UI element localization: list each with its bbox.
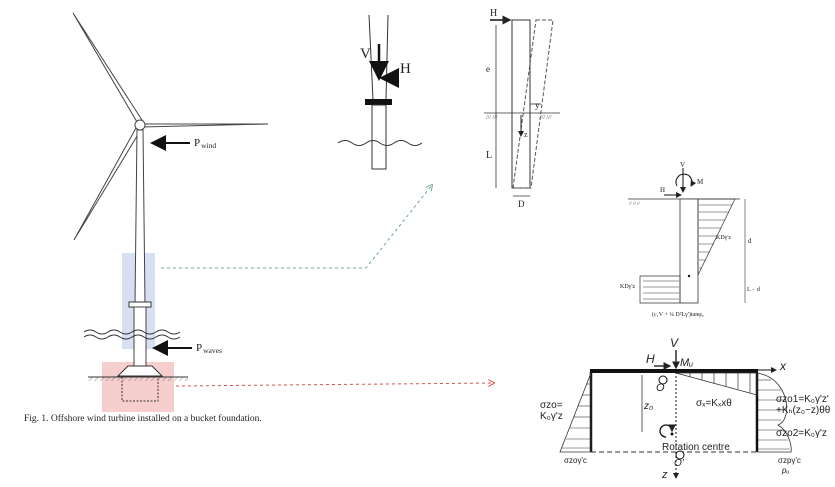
tower-line-left [368,14,374,101]
rotation-centre-dot [670,432,674,436]
transition-piece [128,301,152,308]
h-label: H [400,61,411,77]
right-pressure-arrows [758,379,790,450]
sigma-zo1-b: +Kₕ(z₀−z)θθ [776,405,831,416]
h-deflection-label: H [490,8,497,19]
sp-kdgz-right: KDγ'z [716,235,731,241]
bucket-cap [116,365,164,377]
bucket-x-label: x [779,359,787,373]
p-label: pᵤ [781,466,789,475]
connector-green [161,185,432,269]
l-label: L [486,150,492,161]
sp-h-label: H [660,186,665,194]
wind-turbine: Pwind Pwaves [72,12,269,412]
pile-waves-icon [337,140,423,146]
z0-label: z₀ [643,401,653,412]
ground-hatch-right: /// /// [540,115,552,121]
left-pressure-triangle [559,372,592,453]
bucket-o2-label: O' [674,458,685,469]
sp-moment-arc [675,173,697,187]
sea-waves-icon-2 [83,334,181,340]
v-label: V [360,46,371,62]
sigma-zo-a: σzo= [540,400,563,411]
pile-body [371,104,387,170]
seabed-hatch [88,377,188,381]
pile-outline [511,19,531,189]
bucket-o-label: O [656,382,665,394]
sp-d-label: d [748,237,752,245]
origin-o [658,375,668,385]
bucket-stress-diagram: V H Mᵤ x O z O' σₓ=Kₓxθ z₀ Rotation cent… [540,336,831,481]
sea-waves-icon [83,329,181,335]
soil-pressure-diagram: V M H // // // KDγ'z KDγ'z d L − d (c₁V … [620,161,760,318]
pile-deflection-diagram: H e L /// /// /// /// y z D [484,8,560,209]
sigma-x-triangle [675,372,758,396]
sigma-zo-b: K₀γ'z [540,411,563,422]
bucket-z-label: z [661,469,668,481]
tower-line-right [385,14,389,101]
bucket-skirt [121,375,159,402]
origin-o-prime [675,450,685,460]
bucket-lid [590,369,758,373]
turbine-blade-lower [73,127,143,241]
monopile [133,306,147,370]
ground-hatch-left: /// /// [486,115,498,121]
sp-m-label: M [697,178,704,186]
rotation-centre-icon [659,424,676,438]
pile-head-detail: V H [337,14,423,170]
turbine-blade-right [141,123,269,128]
sp-left-arrows [643,280,679,300]
sigma-x-arrows [689,373,751,393]
sp-rotation-point [687,274,691,278]
rotation-centre-label: Rotation centre [662,442,730,453]
sp-ld-label: L − d [747,287,760,293]
p-waves-label: Pwaves [196,342,222,355]
sigma-bottom-left: σzoγ'c [564,456,587,465]
turbine-blade-upper [72,12,143,123]
z-label: z [524,130,528,139]
e-label: e [486,64,490,74]
sp-pile [679,198,699,304]
sp-ground-hatch: // // // [629,202,640,207]
sigma-zo1-a: σzo1=K₀γ'z' [776,394,829,405]
connector-red [175,383,494,386]
turbine-hub [134,119,146,131]
bucket-h-label: H [646,352,655,366]
sp-formula: (c₁V + ¼ D²Lγ')tanφᵤ [652,311,704,318]
left-pressure-arrows [562,383,590,449]
sp-kdgz-left: KDγ'z [620,284,635,290]
p-wind-label: Pwind [194,137,216,150]
figure-caption: Fig. 1. Offshore wind turbine installed … [24,414,262,424]
d-label: D [518,199,525,209]
turbine-tower [134,129,146,305]
sp-left-pressure [639,275,681,304]
pile-flange [365,99,392,105]
sigma-x-label: σₓ=Kₓxθ [696,398,732,409]
bucket-mu-label: Mᵤ [680,357,693,369]
y-label: y [535,100,540,110]
sp-right-pressure [697,198,736,276]
right-pressure-curve [756,372,792,453]
sigma-zo2: σzo2=K₀γ'z [776,428,827,439]
sp-v-label: V [680,161,685,169]
bucket-v-label: V [670,336,679,350]
sp-right-arrows [699,204,732,269]
sigma-bottom-right: σzpγ'c [778,456,801,465]
